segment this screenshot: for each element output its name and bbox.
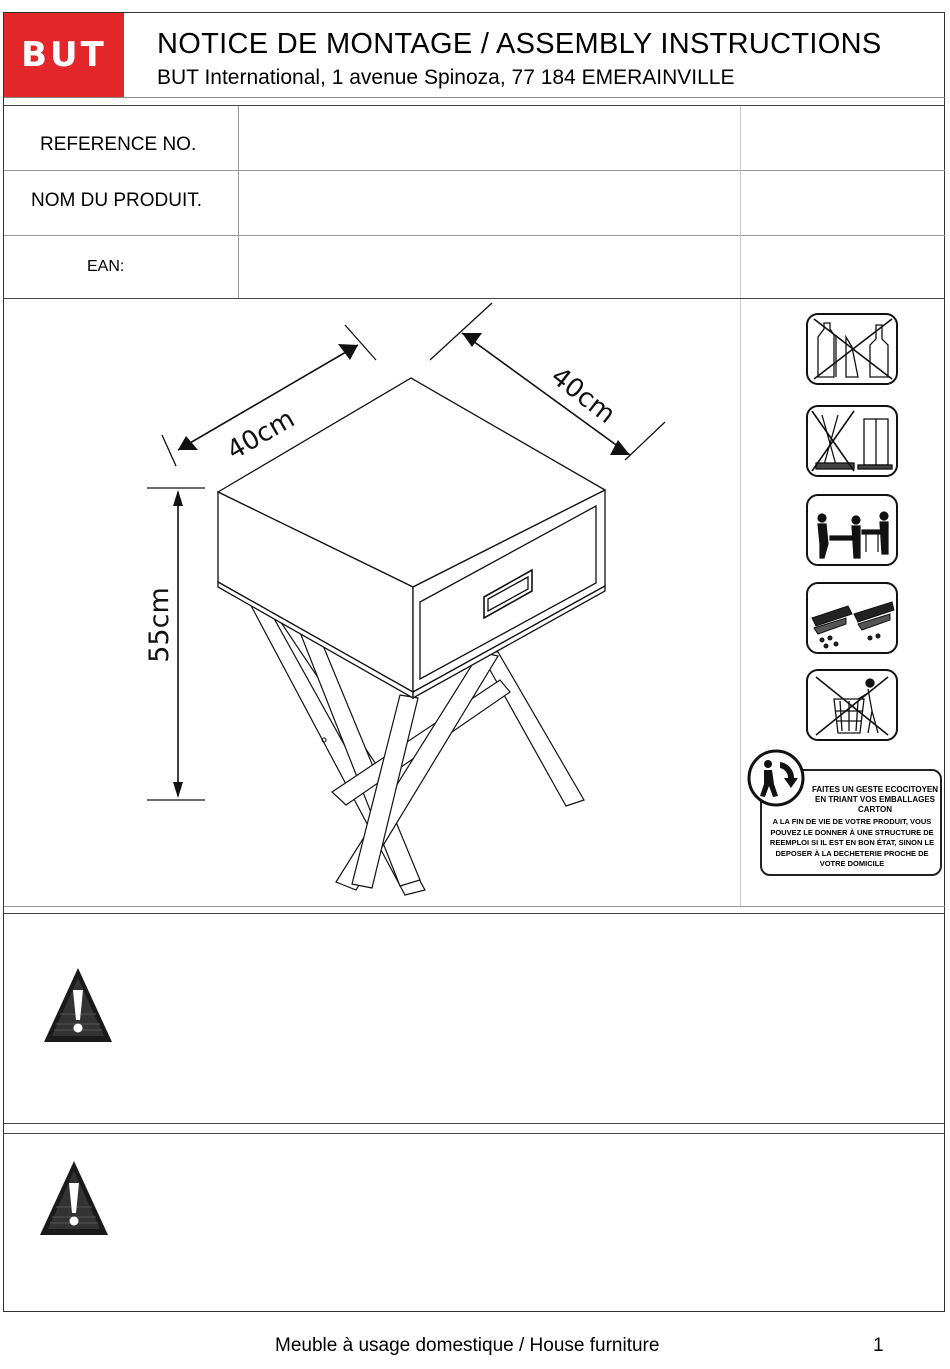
dimension-extension-line [344,324,377,361]
brand-logo-text: BUT [21,35,107,75]
page-number: 1 [873,1335,884,1356]
cabinet-bottom-edge [412,584,606,700]
no-sweeping-near-furniture-icon [806,405,898,477]
warning-triangle-icon [44,968,112,1042]
reference-label: REFERENCE NO. [40,134,197,155]
product-drawing: 40cm 40cm 55cm [144,302,666,896]
dust-cleaning-icon [806,582,898,654]
warning-triangle-icon [40,1161,108,1235]
product-name-label: NOM DU PRODUIT. [31,190,202,211]
table-column-divider [740,106,741,298]
two-person-assembly-icon [806,494,898,566]
screw-hole [321,737,327,743]
width-dimension-line [177,344,359,451]
recycling-heading: FAITES UN GESTE ECOCITOYEN EN TRIANT VOS… [811,785,939,814]
row-divider [4,170,945,171]
header-divider [4,97,945,98]
ean-label: EAN: [87,258,125,275]
section-divider [4,1123,945,1124]
footer-text: Meuble à usage domestique / House furnit… [275,1335,660,1356]
no-chemical-cleaners-icon [806,313,898,385]
drawer-handle-inner [487,575,529,613]
depth-dimension-label: 40cm [545,361,621,429]
recycling-body: A LA FIN DE VIE DE VOTRE PRODUIT, VOUS P… [769,817,935,868]
row-divider [4,235,945,236]
section-divider [4,906,945,907]
header-divider-2 [4,105,945,106]
brand-logo: BUT [4,13,124,97]
document-title: NOTICE DE MONTAGE / ASSEMBLY INSTRUCTION… [157,28,882,60]
table-column-divider [238,106,239,298]
triman-recycle-icon [747,749,805,807]
company-address: BUT International, 1 avenue Spinoza, 77 … [157,66,735,89]
no-trash-bin-icon [806,669,898,741]
height-dimension-label: 55cm [144,587,175,663]
dimension-extension-line [624,421,666,461]
dimension-extension-line [429,302,493,361]
recycling-notice: FAITES UN GESTE ECOCITOYEN EN TRIANT VOS… [760,769,942,876]
section-divider [4,913,945,914]
section-divider [4,1133,945,1134]
page-frame [3,12,945,1312]
row-divider [4,298,945,299]
icon-column-divider [740,299,741,906]
dimension-extension-line [161,434,177,467]
depth-dimension-line [461,332,631,456]
leg-shape [478,651,585,807]
